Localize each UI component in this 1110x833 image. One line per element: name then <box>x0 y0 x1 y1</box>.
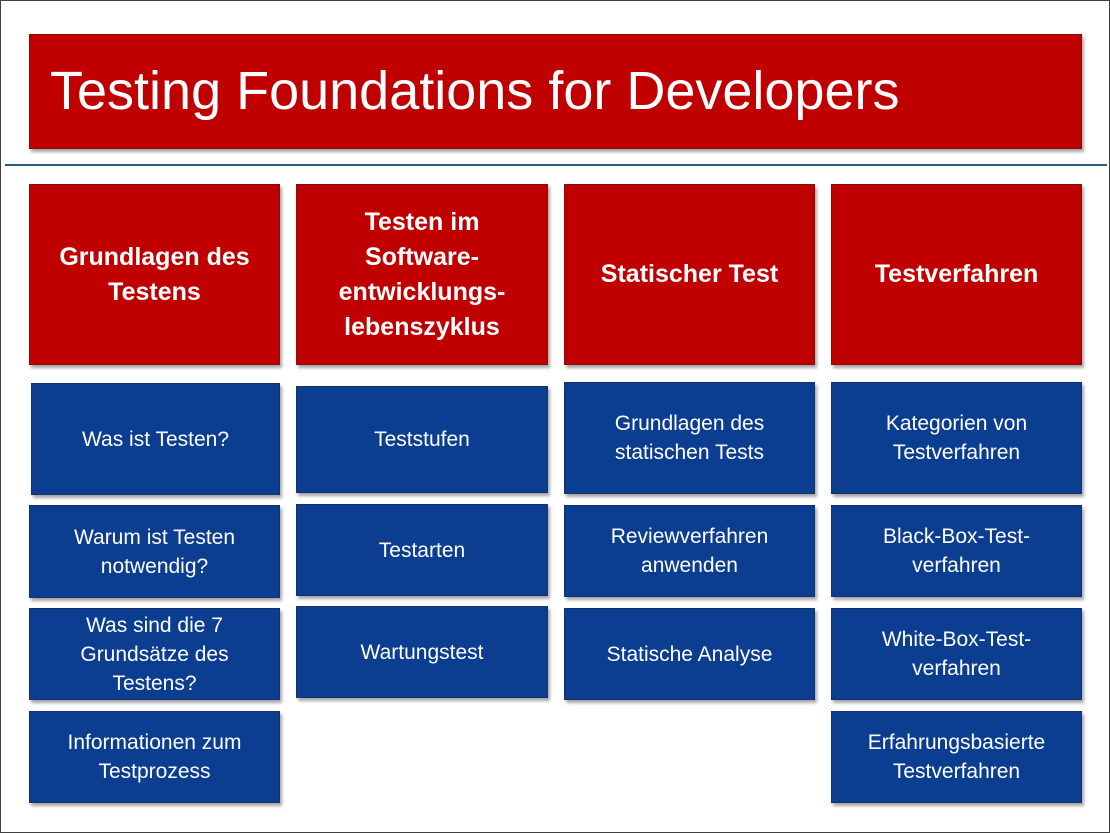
column-heading-label: Testen im Software-entwicklungs-lebenszy… <box>338 207 506 341</box>
topic-box: Was ist Testen? <box>31 383 280 495</box>
topic-label: Black-Box-Test-verfahren <box>882 525 1031 577</box>
topic-label: Was sind die 7 Grundsätze des Testens? <box>80 613 229 695</box>
topic-label: Erfahrungsbasierte Testverfahren <box>867 731 1046 783</box>
topic-box: Warum ist Testen notwendig? <box>29 505 280 598</box>
topic-box: Wartungstest <box>296 606 548 698</box>
topic-box: Black-Box-Test-verfahren <box>831 505 1082 597</box>
topic-label: Statische Analyse <box>606 642 773 666</box>
topic-box: Erfahrungsbasierte Testverfahren <box>831 711 1082 803</box>
topic-label: Warum ist Testen notwendig? <box>73 525 236 578</box>
column-heading-grundlagen: Grundlagen des Testens <box>29 184 280 365</box>
topic-label: White-Box-Test-verfahren <box>881 628 1032 680</box>
topic-label: Wartungstest <box>360 640 484 664</box>
column-heading-label: Statischer Test <box>600 260 779 288</box>
topic-label: Reviewverfahren anwenden <box>610 525 769 577</box>
divider-line <box>5 164 1107 166</box>
column-heading-testverfahren: Testverfahren <box>831 184 1082 365</box>
topic-label: Testarten <box>378 538 466 562</box>
topic-box: Kategorien von Testverfahren <box>831 382 1082 494</box>
topic-label: Grundlagen des statischen Tests <box>614 412 765 464</box>
topic-box: Reviewverfahren anwenden <box>564 505 815 597</box>
topic-box: Teststufen <box>296 386 548 493</box>
column-heading-statischer-test: Statischer Test <box>564 184 815 365</box>
slide-title: Testing Foundations for Developers <box>50 61 900 121</box>
topic-label: Informationen zum Testprozess <box>67 731 242 783</box>
topic-label: Teststufen <box>374 428 470 451</box>
topic-box: White-Box-Test-verfahren <box>831 608 1082 700</box>
column-heading-testen-im-lebenszyklus: Testen im Software-entwicklungs-lebenszy… <box>296 184 548 365</box>
column-heading-label: Grundlagen des Testens <box>59 242 250 306</box>
topic-label: Was ist Testen? <box>81 427 230 451</box>
topic-box: Statische Analyse <box>564 608 815 700</box>
topic-box: Grundlagen des statischen Tests <box>564 382 815 494</box>
topic-box: Informationen zum Testprozess <box>29 711 280 803</box>
topic-box: Testarten <box>296 504 548 596</box>
title-banner: Testing Foundations for Developers <box>29 34 1082 149</box>
topic-box: Was sind die 7 Grundsätze des Testens? <box>29 608 280 700</box>
topic-label: Kategorien von Testverfahren <box>885 412 1028 464</box>
column-heading-label: Testverfahren <box>874 260 1039 288</box>
